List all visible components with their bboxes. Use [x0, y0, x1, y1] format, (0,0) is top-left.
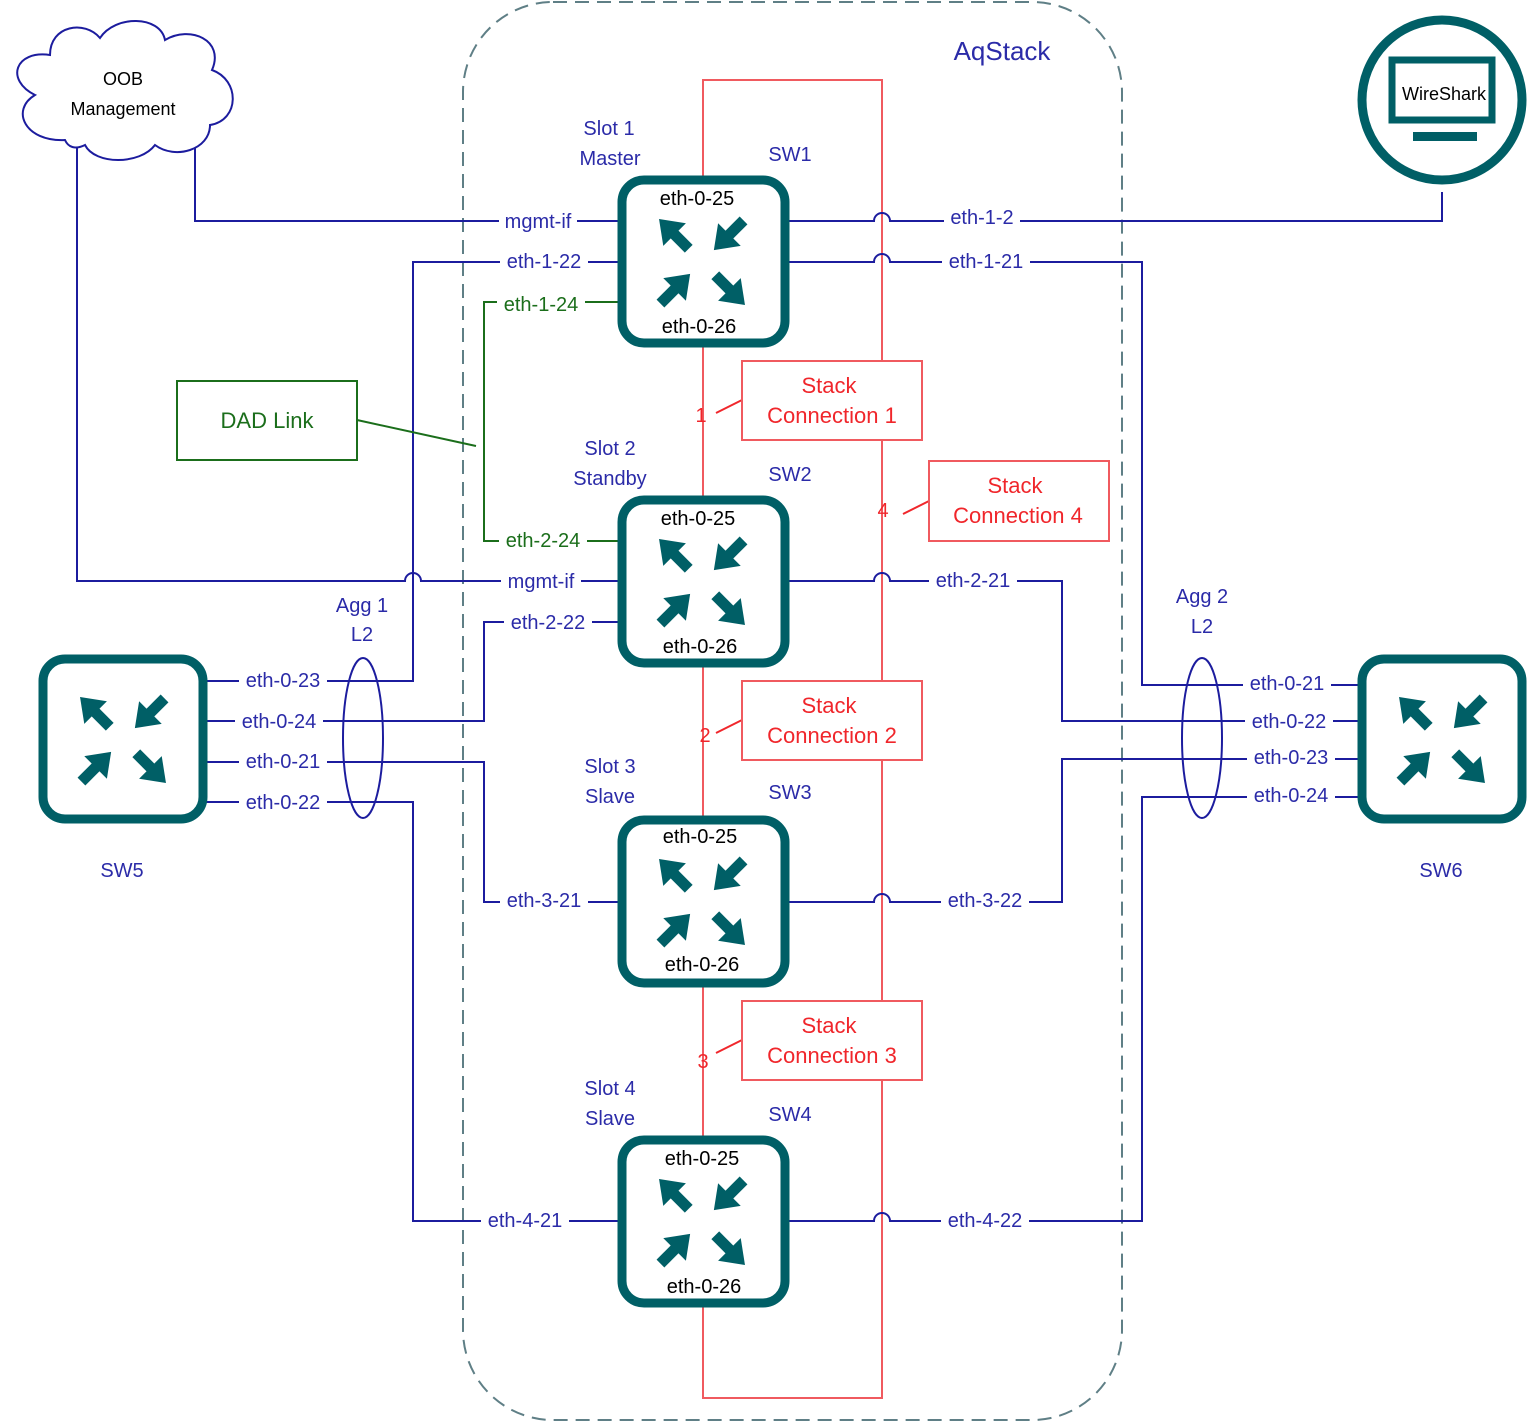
sw4-name: SW4: [768, 1104, 811, 1126]
cloud-icon[interactable]: OOB Management: [16, 20, 234, 161]
cloud-label-line1: OOB: [103, 69, 143, 89]
sw6-name: SW6: [1419, 860, 1462, 882]
svg-text:Stack: Stack: [801, 373, 857, 398]
svg-text:eth-0-21: eth-0-21: [246, 751, 321, 773]
agg1-sublabel: L2: [351, 624, 373, 646]
switch-sw3[interactable]: eth-0-25 eth-0-26: [617, 815, 790, 988]
svg-text:Connection 1: Connection 1: [767, 403, 897, 428]
svg-text:eth-0-25: eth-0-25: [665, 1148, 740, 1170]
sw3-role: Slave: [585, 786, 635, 808]
svg-text:eth-0-24: eth-0-24: [242, 711, 317, 733]
sw3-name: SW3: [768, 782, 811, 804]
svg-text:eth-0-22: eth-0-22: [246, 792, 321, 814]
sw1-name: SW1: [768, 144, 811, 166]
stack-connection-1: 1 Stack Connection 1: [695, 360, 923, 441]
svg-text:Stack: Stack: [801, 693, 857, 718]
svg-text:Connection 4: Connection 4: [953, 503, 1083, 528]
aqstack-title: AqStack: [954, 36, 1052, 66]
svg-text:eth-0-26: eth-0-26: [665, 954, 740, 976]
svg-text:eth-0-22: eth-0-22: [1252, 711, 1327, 733]
svg-text:eth-4-21: eth-4-21: [488, 1210, 563, 1232]
svg-text:eth-0-26: eth-0-26: [667, 1276, 742, 1298]
svg-text:eth-0-23: eth-0-23: [246, 670, 321, 692]
svg-text:eth-1-2: eth-1-2: [950, 207, 1013, 229]
svg-text:eth-0-23: eth-0-23: [1254, 747, 1329, 769]
stack-connection-3: 3 Stack Connection 3: [697, 1000, 923, 1081]
svg-text:2: 2: [699, 725, 710, 747]
svg-text:Connection 2: Connection 2: [767, 723, 897, 748]
svg-text:eth-0-24: eth-0-24: [1254, 785, 1329, 807]
svg-text:mgmt-if: mgmt-if: [505, 211, 572, 233]
dad-link: DAD Link: [176, 301, 622, 542]
svg-text:1: 1: [695, 405, 706, 427]
svg-text:4: 4: [877, 500, 888, 522]
svg-text:eth-0-25: eth-0-25: [661, 508, 736, 530]
svg-text:3: 3: [697, 1051, 708, 1073]
monitor-icon[interactable]: WireShark: [1357, 15, 1527, 185]
svg-text:Connection 3: Connection 3: [767, 1043, 897, 1068]
svg-text:eth-1-24: eth-1-24: [504, 294, 579, 316]
aqstack-group: [462, 1, 1123, 1421]
cloud-label-line2: Management: [70, 99, 175, 119]
sw1-slot: Slot 1: [583, 118, 634, 140]
sw2-name: SW2: [768, 464, 811, 486]
svg-text:eth-0-25: eth-0-25: [663, 826, 738, 848]
svg-text:eth-1-22: eth-1-22: [507, 251, 582, 273]
svg-text:eth-4-22: eth-4-22: [948, 1210, 1023, 1232]
switch-sw2[interactable]: eth-0-25 eth-0-26: [617, 495, 790, 668]
stack-connection-2: 2 Stack Connection 2: [699, 680, 923, 761]
switch-sw5[interactable]: [38, 654, 208, 824]
agg1-label: Agg 1: [336, 595, 388, 617]
svg-text:Stack: Stack: [801, 1013, 857, 1038]
agg2-sublabel: L2: [1191, 616, 1213, 638]
sw1-role: Master: [579, 148, 640, 170]
svg-text:eth-3-22: eth-3-22: [948, 890, 1023, 912]
agg2-label: Agg 2: [1176, 586, 1228, 608]
monitor-label: WireShark: [1402, 84, 1487, 104]
sw3-slot: Slot 3: [584, 756, 635, 778]
svg-text:eth-2-21: eth-2-21: [936, 570, 1011, 592]
switch-sw6[interactable]: [1357, 654, 1527, 824]
dad-link-label: DAD Link: [221, 408, 315, 433]
svg-text:eth-0-26: eth-0-26: [663, 636, 738, 658]
svg-text:eth-0-26: eth-0-26: [662, 316, 737, 338]
sw2-slot: Slot 2: [584, 438, 635, 460]
stack-connection-4: 4 Stack Connection 4: [877, 460, 1110, 542]
switch-sw4[interactable]: eth-0-25 eth-0-26: [617, 1135, 790, 1308]
port-labels: mgmt-if eth-1-22 eth-1-24 eth-1-2 eth-1-…: [235, 207, 1335, 1232]
svg-text:eth-2-24: eth-2-24: [506, 530, 581, 552]
svg-text:eth-3-21: eth-3-21: [507, 890, 582, 912]
svg-text:eth-0-25: eth-0-25: [660, 188, 735, 210]
svg-text:eth-1-21: eth-1-21: [949, 251, 1024, 273]
svg-text:eth-2-22: eth-2-22: [511, 612, 586, 634]
agg1-ellipse: [342, 657, 384, 819]
sw2-role: Standby: [573, 468, 646, 490]
agg2-ellipse: [1181, 657, 1223, 819]
svg-text:eth-0-21: eth-0-21: [1250, 673, 1325, 695]
switch-sw1[interactable]: eth-0-25 eth-0-26: [617, 175, 790, 348]
sw4-role: Slave: [585, 1108, 635, 1130]
svg-text:Stack: Stack: [987, 473, 1043, 498]
svg-text:mgmt-if: mgmt-if: [508, 571, 575, 593]
sw4-slot: Slot 4: [584, 1078, 635, 1100]
sw5-name: SW5: [100, 860, 143, 882]
